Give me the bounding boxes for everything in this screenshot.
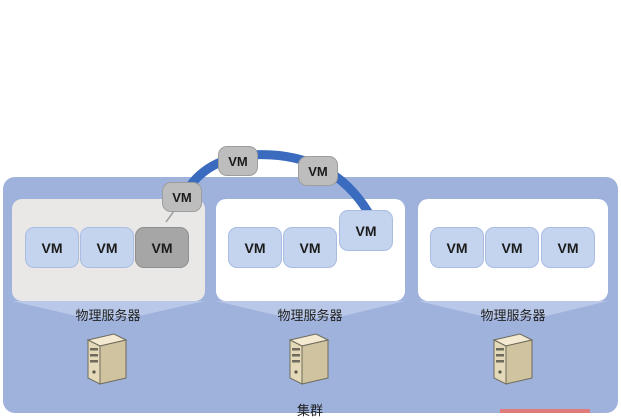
vm-host1-3-migrating[interactable]: VM <box>135 227 189 268</box>
host-1-label: 物理服务器 <box>75 309 141 324</box>
watermark-strip <box>500 409 590 413</box>
server-icon <box>288 333 330 385</box>
vm-host2-2[interactable]: VM <box>283 227 337 268</box>
server-icon <box>492 333 534 385</box>
host-3-label: 物理服务器 <box>480 309 546 324</box>
vm-migration-step-3: VM <box>298 156 338 186</box>
vm-migration-step-1: VM <box>162 182 202 212</box>
server-icon <box>86 333 128 385</box>
vm-migration-step-2: VM <box>218 146 258 176</box>
vm-host1-1[interactable]: VM <box>25 227 79 268</box>
cluster-label: 集群 <box>296 404 323 419</box>
vm-host3-2[interactable]: VM <box>485 227 539 268</box>
vm-host1-2[interactable]: VM <box>80 227 134 268</box>
host-2-label: 物理服务器 <box>277 309 343 324</box>
vm-host2-3-arrived[interactable]: VM <box>339 210 393 251</box>
vm-host2-1[interactable]: VM <box>228 227 282 268</box>
host-2-funnel <box>216 301 405 318</box>
host-1-funnel <box>12 301 205 318</box>
vm-host3-3[interactable]: VM <box>541 227 595 268</box>
vm-host3-1[interactable]: VM <box>430 227 484 268</box>
migration-arc-path <box>177 150 373 217</box>
host-3-funnel <box>418 301 608 318</box>
